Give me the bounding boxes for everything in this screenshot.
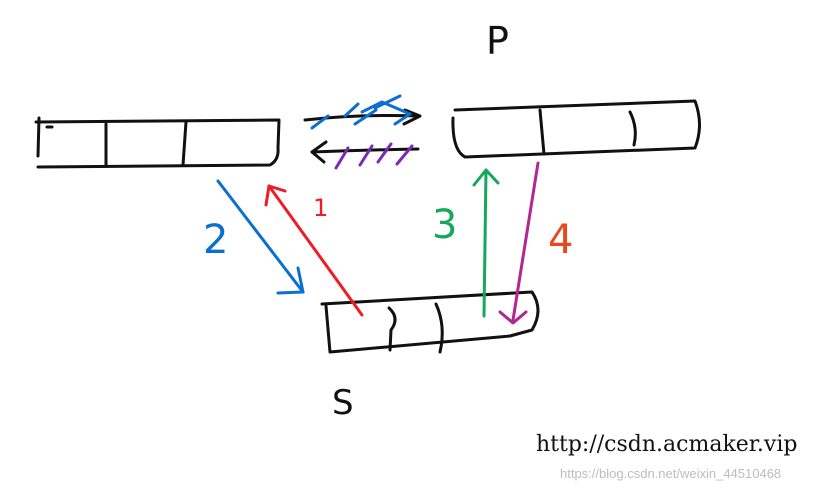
step-3-label: 3 [432,202,458,248]
watermark-url: https://blog.csdn.net/weixin_44510468 [560,466,782,481]
s-node [320,290,540,354]
p-label: P [486,19,509,63]
p-node [451,99,701,159]
step-4-label: 4 [548,217,574,263]
step-4-arrow [498,161,540,325]
step-2-arrow [216,179,305,295]
backward-prev-arrow [310,140,420,170]
watermark-main: http://csdn.acmaker.vip [536,432,798,457]
step-3-arrow [472,168,500,318]
step-1-arrow [264,184,364,317]
s-label: S [332,383,354,423]
step-2-label: 2 [203,217,229,263]
step-1-label: 1 [313,194,329,222]
forward-next-arrow [303,94,422,130]
left-node [34,116,281,169]
